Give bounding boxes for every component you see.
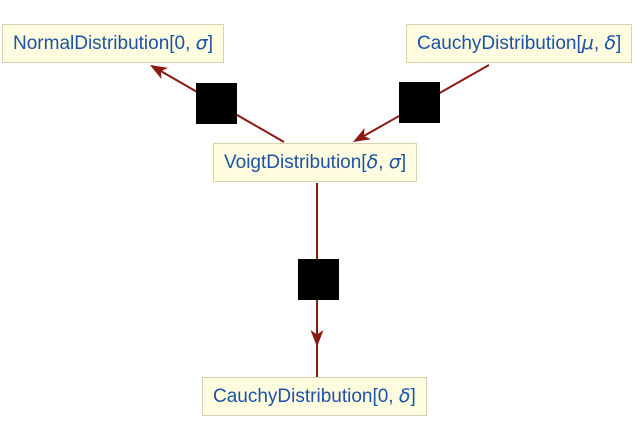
node-label-part: , xyxy=(593,33,605,54)
node-label-part: ] xyxy=(400,152,407,173)
node-label-part: ] xyxy=(410,386,416,407)
greek-mu: μ xyxy=(581,32,594,54)
edge-marker-square-voigt-cauchy[interactable] xyxy=(298,259,339,300)
arrowhead-voigt-to-normal xyxy=(150,65,168,80)
edge-marker-square-voigt-normal[interactable] xyxy=(196,83,237,124)
node-label-part: NormalDistribution[0, xyxy=(13,33,196,54)
greek-sigma: σ xyxy=(195,32,208,54)
greek-sigma: σ xyxy=(388,151,401,173)
greek-delta: δ xyxy=(604,32,617,54)
greek-delta: δ xyxy=(398,385,411,407)
arrowhead-cauchy-to-voigt xyxy=(353,127,371,142)
arrowhead-voigt-to-cauchy xyxy=(310,330,324,347)
node-label-part: CauchyDistribution[0, xyxy=(213,386,399,407)
greek-delta: δ xyxy=(366,151,379,173)
node-label-part: VoigtDistribution[ xyxy=(224,152,367,173)
node-label-part: CauchyDistribution[ xyxy=(417,33,582,54)
node-cauchy-distribution-0-delta[interactable]: CauchyDistribution[0, δ] xyxy=(202,377,427,416)
edge-marker-square-cauchy-voigt[interactable] xyxy=(399,82,440,123)
node-voigt-distribution[interactable]: VoigtDistribution[δ, σ] xyxy=(213,143,418,182)
node-cauchy-distribution-mu-delta[interactable]: CauchyDistribution[μ, δ] xyxy=(406,24,633,63)
node-label-part: , xyxy=(378,152,389,173)
node-normal-distribution[interactable]: NormalDistribution[0, σ] xyxy=(2,24,224,63)
node-label-part: ] xyxy=(616,33,622,54)
node-label-part: ] xyxy=(207,33,213,54)
